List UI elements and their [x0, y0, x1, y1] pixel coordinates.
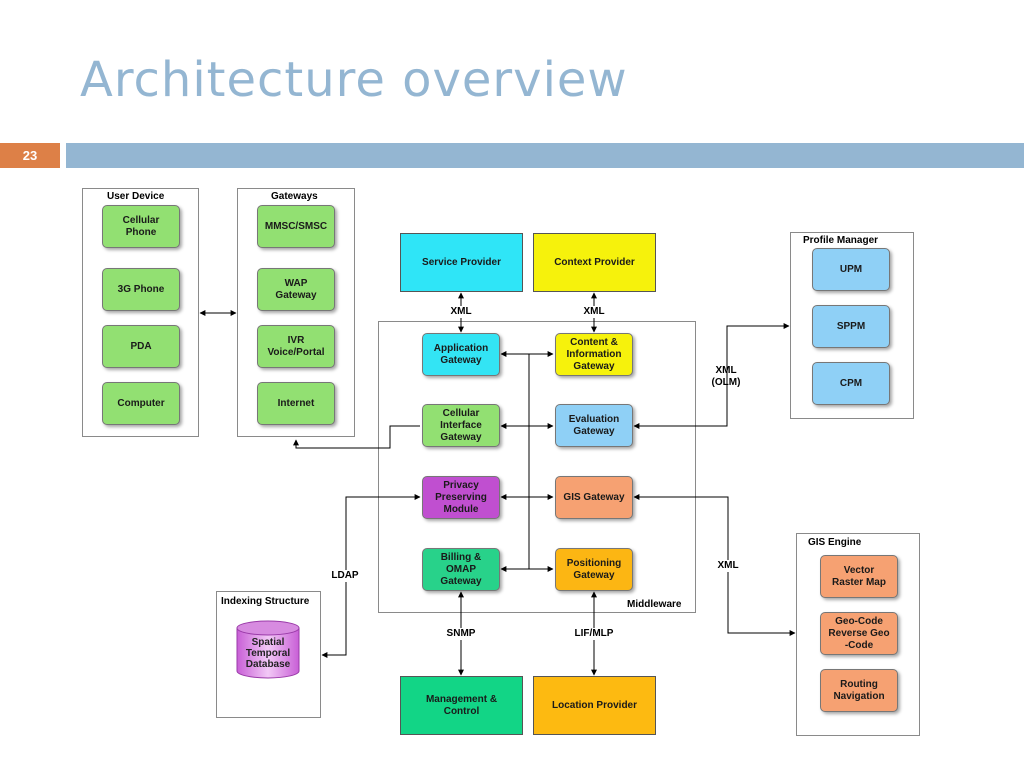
- gis-engine-title: GIS Engine: [808, 537, 862, 548]
- cellular-phone-node: Cellular Phone: [102, 205, 180, 248]
- xml-service-label: XML: [449, 306, 473, 318]
- 3g-phone-node: 3G Phone: [102, 268, 180, 311]
- pda-node: PDA: [102, 325, 180, 368]
- internet-node: Internet: [257, 382, 335, 425]
- geo-code-node: Geo-Code Reverse Geo -Code: [820, 612, 898, 655]
- privacy-preserving-module-node: Privacy Preserving Module: [422, 476, 500, 519]
- ldap-label: LDAP: [328, 570, 362, 582]
- spatial-temporal-database-label: Spatial Temporal Database: [245, 637, 291, 670]
- indexing-structure-title: Indexing Structure: [221, 596, 310, 607]
- snmp-label: SNMP: [444, 628, 478, 640]
- management-control-node: Management & Control: [400, 676, 523, 735]
- wap-gateway-node: WAP Gateway: [257, 268, 335, 311]
- cellular-interface-gateway-node: Cellular Interface Gateway: [422, 404, 500, 447]
- mmsc-smsc-node: MMSC/SMSC: [257, 205, 335, 248]
- content-information-gateway-node: Content & Information Gateway: [555, 333, 633, 376]
- slide-number: 23: [0, 143, 60, 168]
- xml-olm-label: XML (OLM): [711, 365, 741, 388]
- title-bar: [66, 143, 1024, 168]
- positioning-gateway-node: Positioning Gateway: [555, 548, 633, 591]
- billing-omap-gateway-node: Billing & OMAP Gateway: [422, 548, 500, 591]
- xml-context-label: XML: [582, 306, 606, 318]
- location-provider-node: Location Provider: [533, 676, 656, 735]
- routing-navigation-node: Routing Navigation: [820, 669, 898, 712]
- lif-mlp-label: LIF/MLP: [571, 628, 617, 640]
- vector-raster-map-node: Vector Raster Map: [820, 555, 898, 598]
- application-gateway-node: Application Gateway: [422, 333, 500, 376]
- slide-title: Architecture overview: [80, 52, 628, 108]
- database-cylinder-icon: [236, 620, 300, 679]
- xml-gis-label: XML: [714, 560, 742, 572]
- gateways-title: Gateways: [271, 191, 318, 202]
- service-provider-node: Service Provider: [400, 233, 523, 292]
- cpm-node: CPM: [812, 362, 890, 405]
- gis-gateway-node: GIS Gateway: [555, 476, 633, 519]
- computer-node: Computer: [102, 382, 180, 425]
- user-device-title: User Device: [107, 191, 165, 202]
- context-provider-node: Context Provider: [533, 233, 656, 292]
- evaluation-gateway-node: Evaluation Gateway: [555, 404, 633, 447]
- ivr-voice-portal-node: IVR Voice/Portal: [257, 325, 335, 368]
- sppm-node: SPPM: [812, 305, 890, 348]
- profile-manager-title: Profile Manager: [803, 235, 879, 246]
- upm-node: UPM: [812, 248, 890, 291]
